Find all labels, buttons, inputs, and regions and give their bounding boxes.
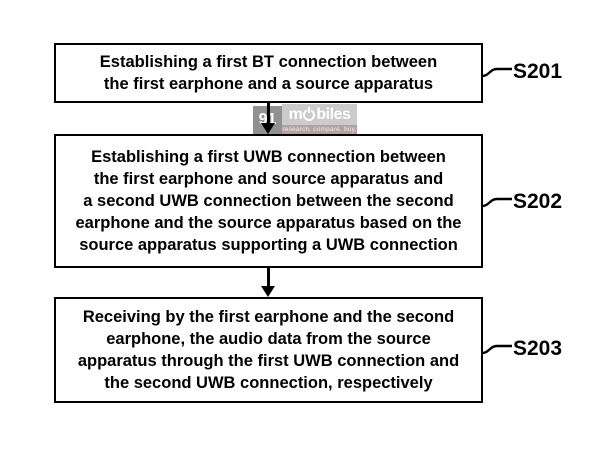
flow-step-text-line: Receiving by the first earphone and the …: [82, 308, 455, 326]
down-arrow-line: [266, 101, 270, 124]
flow-step-text-line: a second UWB connection between the seco…: [83, 192, 454, 210]
flow-step-text-line: Establishing a first BT connection betwe…: [99, 53, 438, 71]
step-label-s201: S201: [513, 60, 563, 83]
label-connector-line: [482, 344, 512, 355]
flow-step-text-line: apparatus through the first UWB connecti…: [77, 352, 460, 370]
down-arrow-head-icon: [261, 123, 275, 134]
down-arrow-head-icon: [261, 286, 275, 297]
flow-step-text-line: the second UWB connection, respectively: [104, 374, 433, 392]
flow-step-text-line: source apparatus supporting a UWB connec…: [79, 236, 458, 254]
flow-step-box-s203: Receiving by the first earphone and the …: [54, 297, 483, 403]
power-icon: [303, 109, 316, 121]
step-label-s203: S203: [513, 337, 563, 360]
flow-step-text-line: Establishing a first UWB connection betw…: [91, 148, 446, 166]
watermark-brand-name: m biles: [282, 104, 357, 125]
watermark-tagline: research. compare. buy.: [282, 125, 357, 134]
flow-step-text-line: the first earphone and a source apparatu…: [103, 75, 434, 93]
watermark-brand-start: m: [288, 105, 303, 123]
watermark-brand-end: biles: [316, 105, 351, 123]
label-connector-line: [482, 67, 512, 78]
flow-step-text-line: earphone, the audio data from the source: [106, 330, 431, 348]
flow-step-box-s202: Establishing a first UWB connection betw…: [54, 134, 483, 268]
down-arrow-line: [266, 267, 270, 288]
step-label-s202: S202: [513, 190, 563, 213]
flow-step-box-s201: Establishing a first BT connection betwe…: [54, 43, 483, 103]
flow-step-text-line: earphone and the source apparatus based …: [75, 214, 462, 232]
label-connector-line: [482, 197, 512, 208]
watermark-brand-block: m biles research. compare. buy.: [282, 104, 357, 134]
flow-step-text-line: the first earphone and source apparatus …: [93, 170, 444, 188]
